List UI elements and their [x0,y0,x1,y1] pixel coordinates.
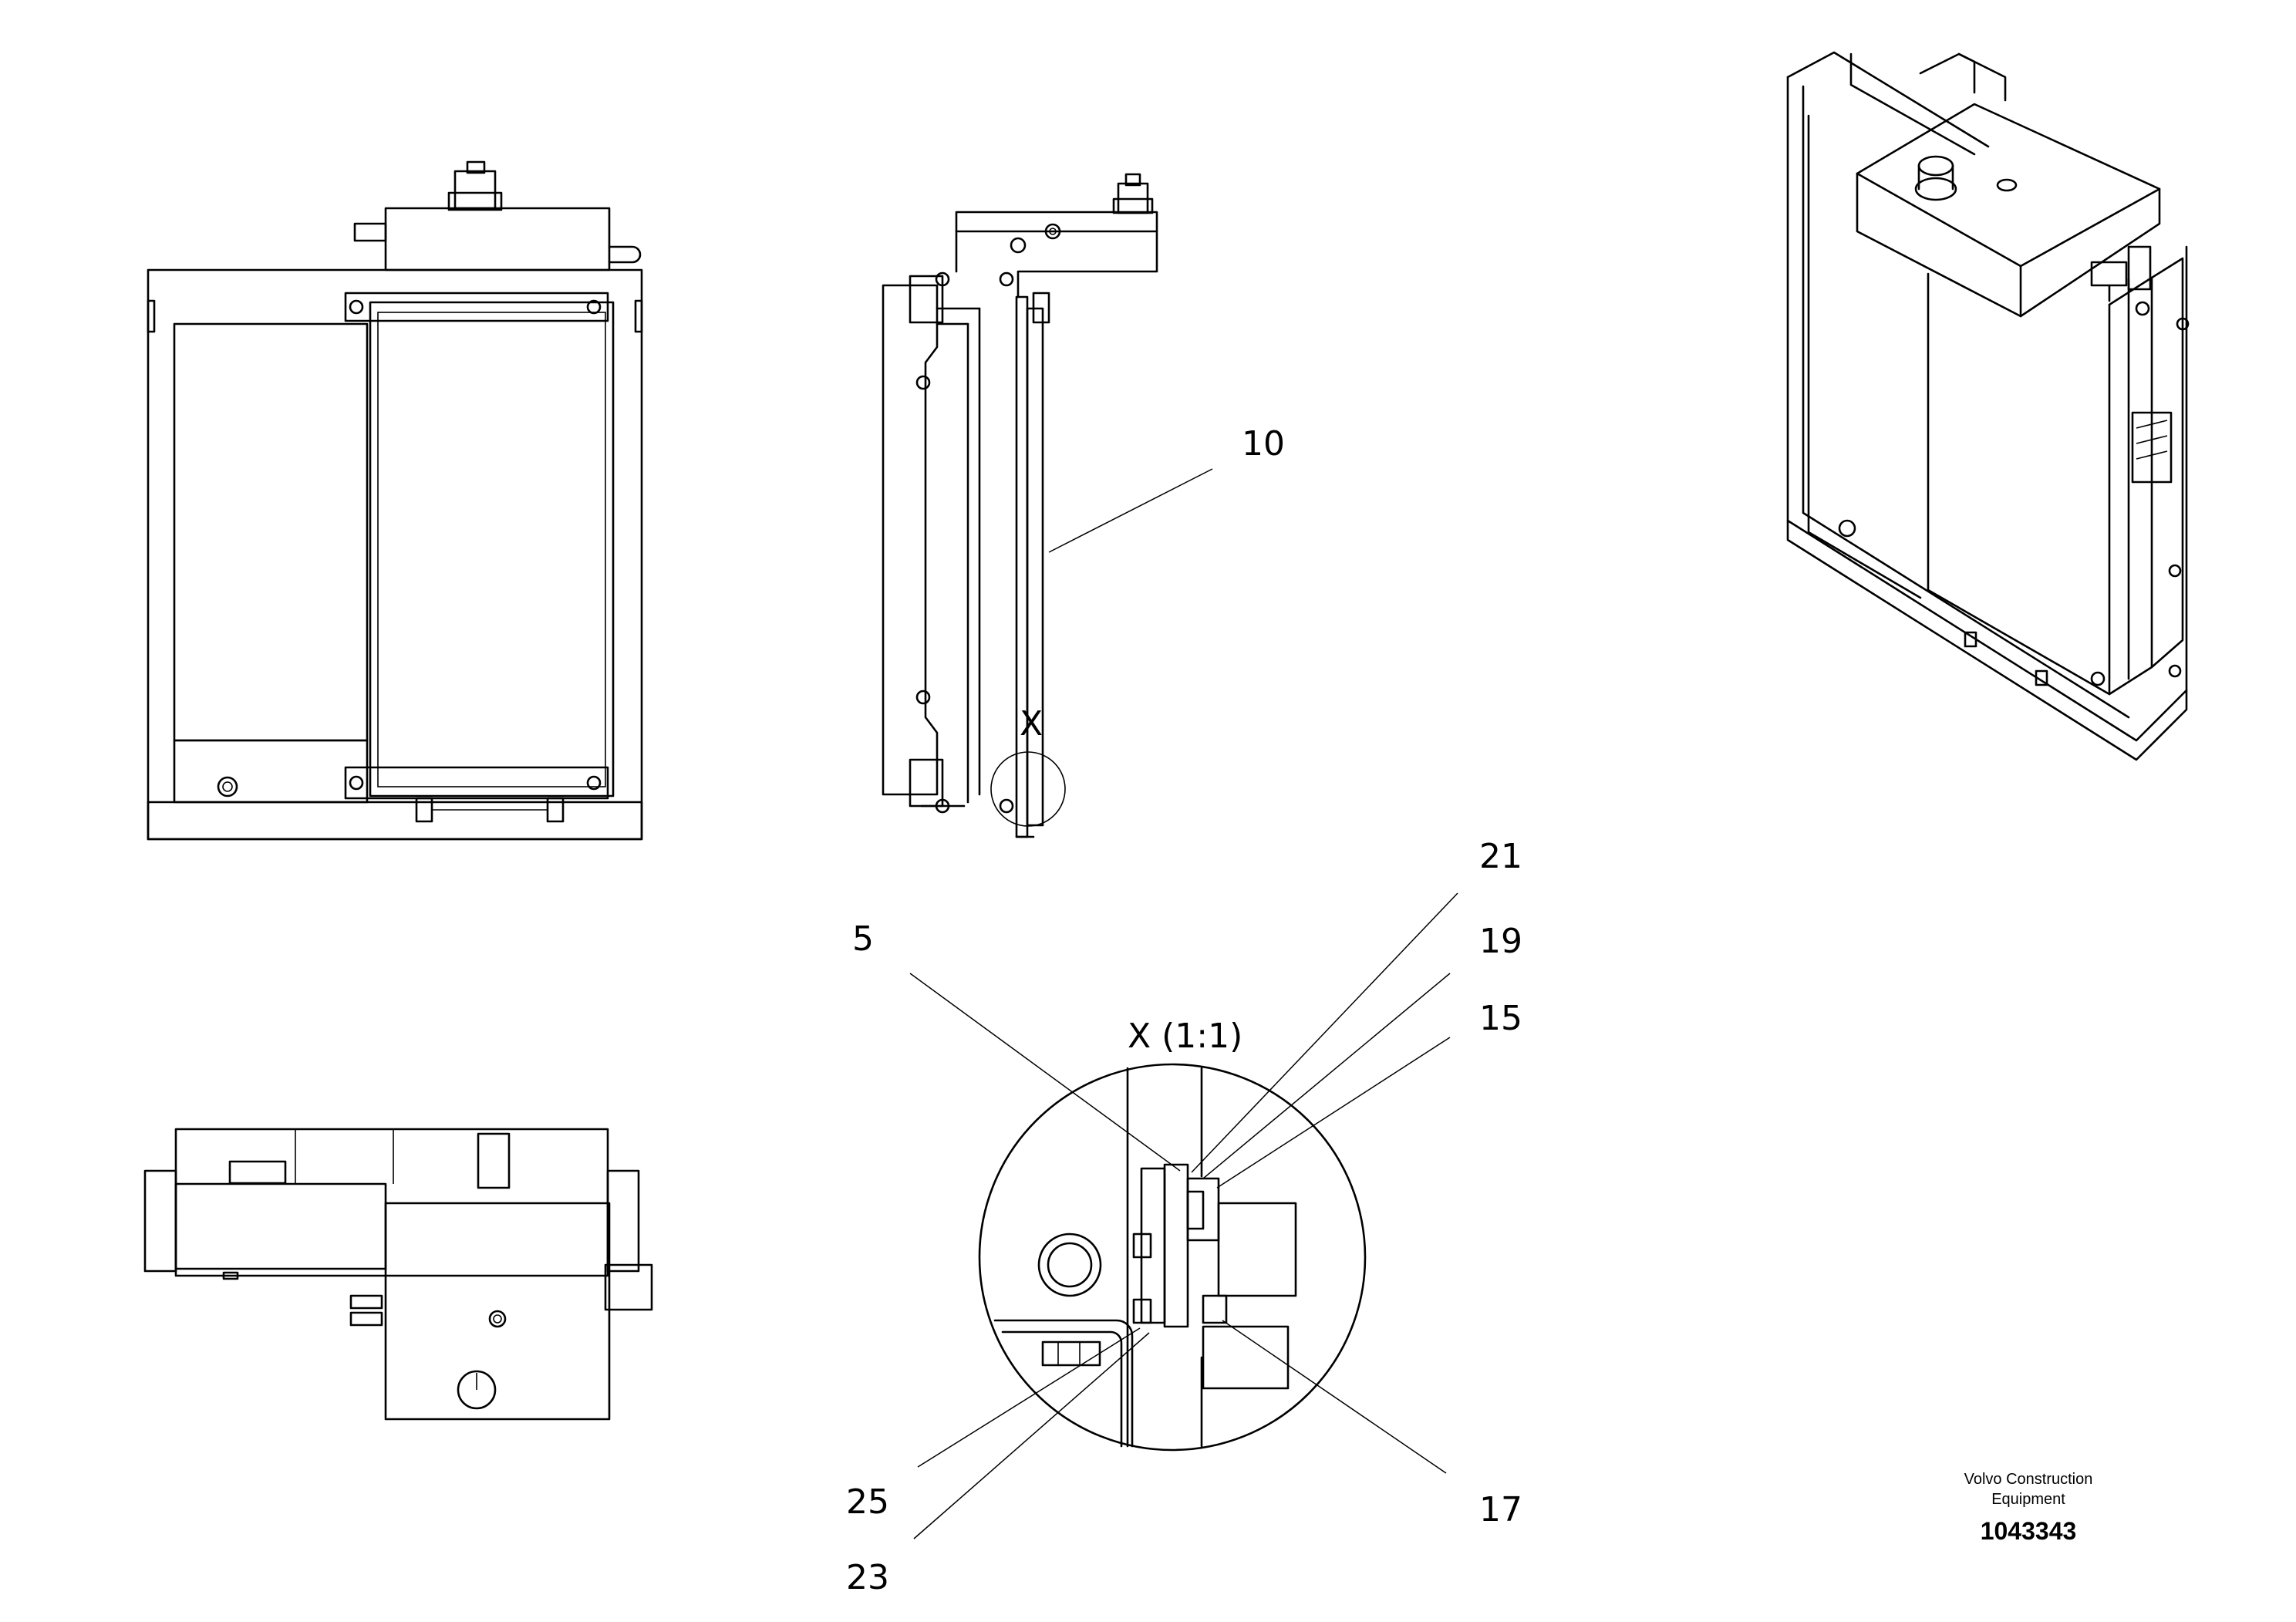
callout-17: 17 [1479,1490,1522,1529]
leader-25 [917,1327,1141,1468]
company-name-line2: Equipment [1991,1491,2065,1508]
isometric-view [1786,51,2190,761]
callout-15: 15 [1479,999,1522,1038]
title-block: Volvo Construction Equipment 1043343 [1905,1469,2152,1546]
drawing-number: 1043343 [1980,1517,2077,1545]
callout-25: 25 [846,1482,889,1522]
front-view [147,160,643,841]
top-view [143,1128,653,1421]
company-name-line1: Volvo Construction [1964,1471,2093,1488]
callout-10: 10 [1242,424,1285,464]
leader-17 [1222,1320,1447,1474]
callout-19: 19 [1479,922,1522,961]
detail-marker: X [1020,704,1043,744]
callout-23: 23 [846,1558,889,1597]
callout-21: 21 [1479,837,1522,876]
callout-5: 5 [852,919,874,959]
leader-21 [1191,892,1458,1173]
detail-view-x: X (1:1) 21 19 15 5 25 23 17 [846,837,1522,1597]
leader-10 [1048,468,1213,553]
detail-title: X (1:1) [1128,1017,1242,1056]
leader-15 [1216,1037,1451,1189]
leader-23 [913,1332,1150,1539]
side-view: X 10 [882,173,1285,838]
leader-19 [1202,973,1451,1179]
leader-5 [909,973,1181,1172]
